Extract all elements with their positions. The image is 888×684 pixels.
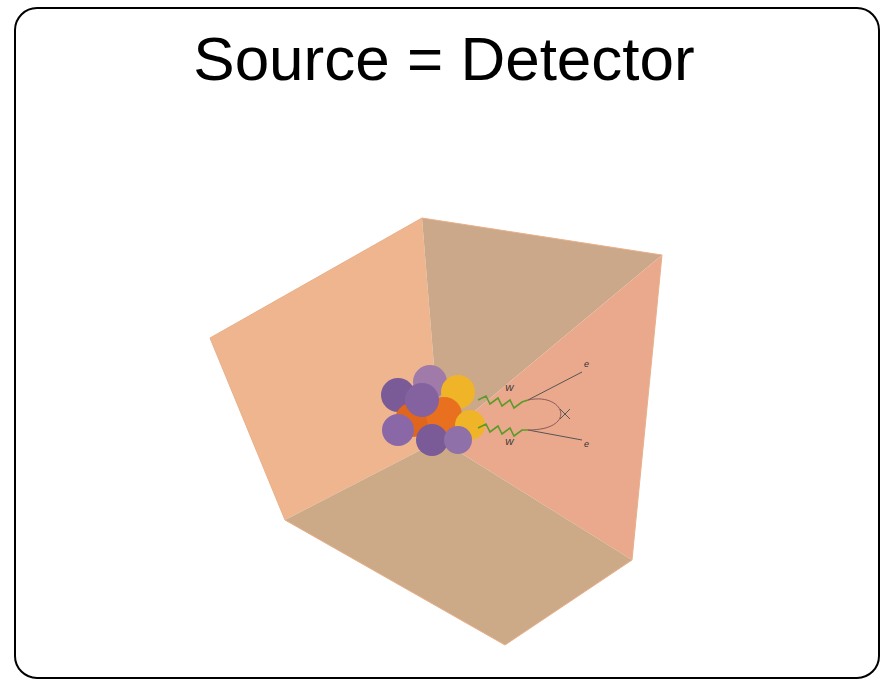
particle-label: W <box>505 384 514 393</box>
title: Source = Detector <box>0 28 888 90</box>
frame <box>15 8 879 678</box>
feynman-diagram <box>478 372 582 440</box>
nucleus <box>381 365 485 456</box>
particle-label: W <box>505 438 514 447</box>
particle-label: e <box>584 360 589 369</box>
particle-label: e <box>584 440 589 449</box>
detector-cube <box>210 218 662 645</box>
